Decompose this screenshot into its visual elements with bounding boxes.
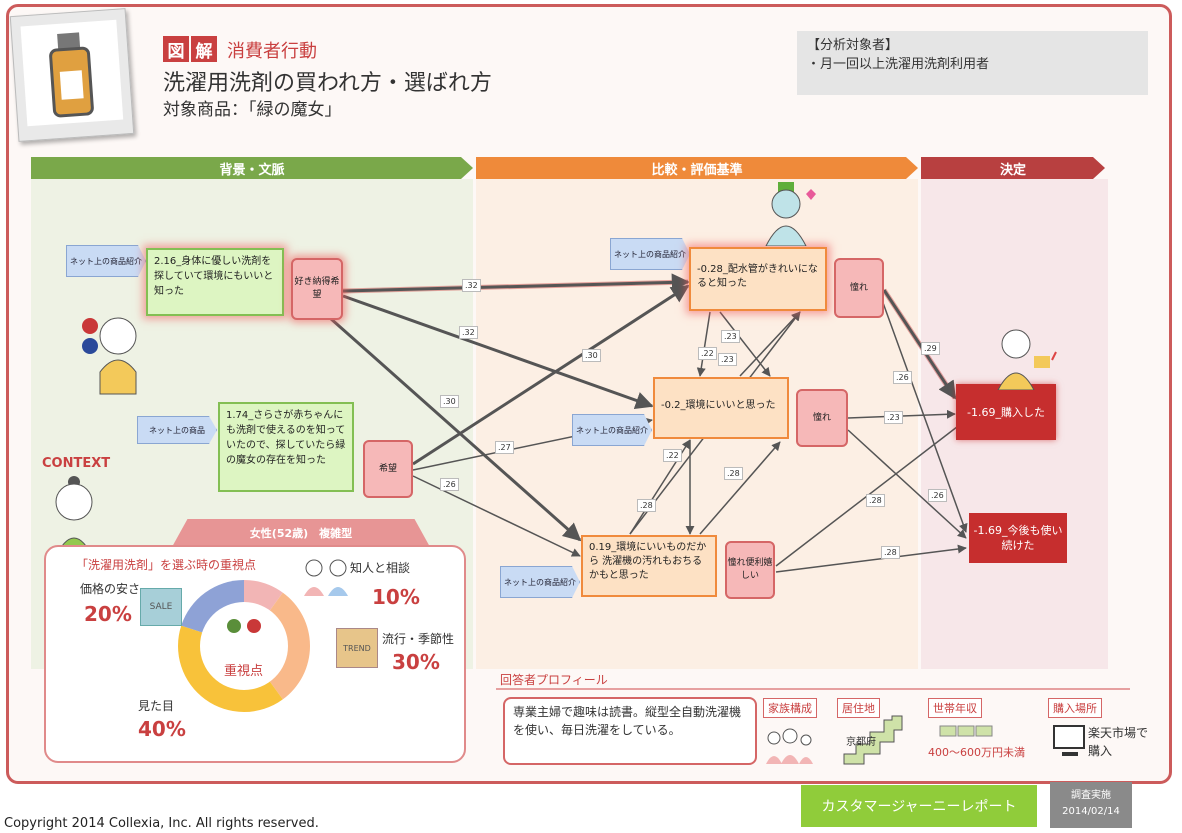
weight-label: .29 bbox=[921, 342, 940, 355]
weight-label: .28 bbox=[866, 494, 885, 507]
computer-icon bbox=[1053, 725, 1085, 756]
profile-divider bbox=[496, 688, 1130, 690]
tag-family: 家族構成 bbox=[763, 698, 817, 718]
source-tag: ネット上の商品紹介 bbox=[66, 245, 146, 277]
weight-label: .28 bbox=[724, 467, 743, 480]
product-photo bbox=[9, 8, 135, 142]
node-g1: 2.16_身体に優しい洗剤を探していて環境にもいいと知った bbox=[146, 248, 284, 316]
emotion-e5: 憧れ便利嬉しい bbox=[725, 541, 775, 599]
context-label: CONTEXT bbox=[42, 456, 111, 471]
trend-bag-icon: TREND bbox=[336, 628, 378, 668]
persona-header: 女性(52歳) 複雑型 bbox=[172, 519, 430, 547]
pref-label-looks: 見た目 bbox=[138, 699, 175, 713]
money-icon bbox=[939, 725, 993, 737]
thinking-person-icon bbox=[82, 317, 137, 395]
sale-bag-icon: SALE bbox=[140, 588, 182, 626]
page-title: 洗濯用洗剤の買われ方・選ばれ方 bbox=[163, 71, 492, 96]
node-o2: -0.2_環境にいいと思った bbox=[653, 377, 789, 439]
weight-label: .23 bbox=[718, 353, 737, 366]
preference-donut bbox=[178, 580, 310, 712]
pref-label-friends: 知人と相談 bbox=[350, 561, 411, 575]
buyer-person-icon bbox=[997, 329, 1057, 390]
weight-label: .27 bbox=[495, 441, 514, 454]
longing-person-icon bbox=[765, 182, 816, 246]
place-value: 楽天市場で購入 bbox=[1088, 726, 1149, 758]
weight-label: .28 bbox=[637, 499, 656, 512]
weight-label: .23 bbox=[884, 411, 903, 424]
profile-bubble: 専業主婦で趣味は読書。縦型全自動洗濯機を使い、毎日洗濯をしている。 bbox=[503, 697, 757, 765]
arrow-g1-o2 bbox=[342, 294, 654, 410]
donut-center-label: 重視点 bbox=[224, 664, 264, 679]
target-box: 【分析対象者】・月一回以上洗濯用洗剤利用者 bbox=[797, 31, 1148, 95]
tag-income: 世帯年収 bbox=[928, 698, 982, 718]
node-o1: -0.28_配水管がきれいになると知った bbox=[689, 247, 827, 311]
weight-label: .23 bbox=[721, 330, 740, 343]
residence-value: 京都府 bbox=[846, 737, 876, 748]
report-badge: カスタマージャーニーレポート bbox=[801, 785, 1037, 827]
source-tag: ネット上の商品 bbox=[137, 416, 217, 444]
weight-label: .30 bbox=[582, 349, 601, 362]
source-tag: ネット上の商品紹介 bbox=[610, 238, 690, 270]
weight-label: .32 bbox=[459, 326, 478, 339]
tag-residence: 居住地 bbox=[837, 698, 880, 718]
pref-label-price: 価格の安さ bbox=[80, 582, 141, 596]
band-decision: 決定 bbox=[921, 157, 1105, 179]
weight-label: .32 bbox=[462, 279, 481, 292]
decision-d1: -1.69_購入した bbox=[956, 384, 1056, 440]
source-tag: ネット上の商品紹介 bbox=[572, 414, 652, 446]
pref-pct-looks: 40% bbox=[138, 717, 186, 741]
weight-label: .22 bbox=[698, 347, 717, 360]
weight-label: .26 bbox=[928, 489, 947, 502]
weight-label: .22 bbox=[663, 449, 682, 462]
copyright: Copyright 2014 Collexia, Inc. All rights… bbox=[4, 816, 319, 831]
japan-map-icon bbox=[843, 715, 903, 765]
arrow-g1-o3 bbox=[329, 316, 582, 542]
band-context: 背景・文脈 bbox=[31, 157, 473, 179]
emotion-e2: 希望 bbox=[363, 440, 413, 498]
profile-title: 回答者プロフィール bbox=[500, 673, 608, 687]
emotion-e3: 憧れ bbox=[834, 258, 884, 318]
tag-place: 購入場所 bbox=[1048, 698, 1102, 718]
pref-pct-price: 20% bbox=[84, 602, 132, 626]
weight-label: .30 bbox=[440, 395, 459, 408]
band-compare: 比較・評価基準 bbox=[476, 157, 918, 179]
decision-d2: -1.69_今後も使い続けた bbox=[969, 513, 1067, 563]
detergent-bottle-icon bbox=[49, 32, 94, 118]
family-icon bbox=[766, 728, 813, 764]
income-value: 400〜600万円未満 bbox=[928, 746, 1025, 759]
category: 消費者行動 bbox=[227, 41, 317, 62]
arrow-o1-d1 bbox=[882, 289, 957, 400]
arrow-g2-o1 bbox=[412, 284, 690, 466]
node-g2: 1.74_さらさが赤ちゃんにも洗剤で使えるのを知っていたので、探していたら緑の魔… bbox=[218, 402, 354, 492]
weight-label: .28 bbox=[881, 546, 900, 559]
pref-pct-trend: 30% bbox=[392, 650, 440, 674]
node-o3: 0.19_環境にいいものだから 洗濯機の汚れもおちるかもと思った bbox=[581, 535, 717, 597]
pref-pct-friends: 10% bbox=[372, 585, 420, 609]
product-label: 対象商品：「緑の魔女」 bbox=[163, 100, 342, 120]
source-tag: ネット上の商品紹介 bbox=[500, 566, 580, 598]
friends-icon bbox=[304, 559, 348, 596]
weight-label: .26 bbox=[440, 478, 459, 491]
emotion-e1: 好き納得希望 bbox=[291, 258, 343, 320]
figure-tag: 図解 bbox=[163, 36, 217, 62]
weight-label: .26 bbox=[893, 371, 912, 384]
emotion-e4: 憧れ bbox=[796, 389, 848, 447]
pref-label-trend: 流行・季節性 bbox=[382, 632, 455, 646]
arrow-g1-o1 bbox=[342, 273, 690, 293]
pref-title: 「洗濯用洗剤」を選ぶ時の重視点 bbox=[76, 558, 257, 572]
